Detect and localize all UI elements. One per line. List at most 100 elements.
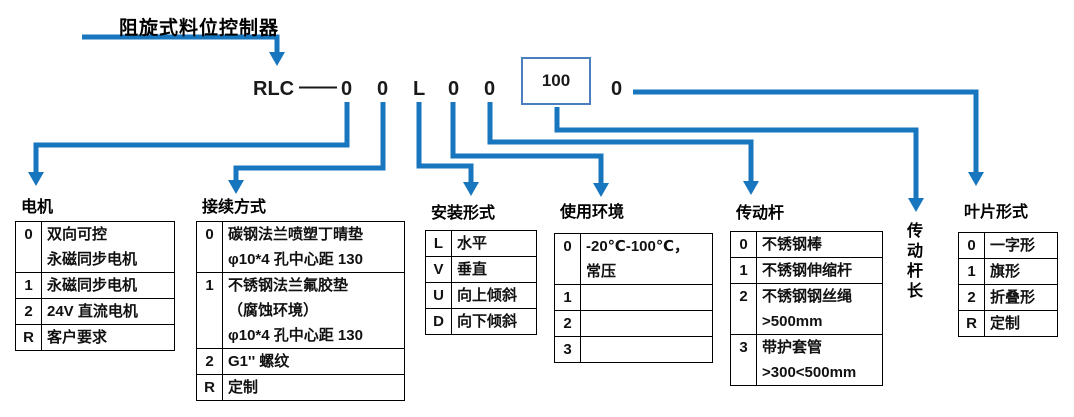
code-cell: 2 — [196, 348, 223, 375]
code-cell: 2 — [958, 284, 985, 311]
code-cell: 0 — [196, 221, 223, 273]
code-cell: 0 — [958, 232, 985, 259]
arrow-motor-line — [33, 102, 350, 173]
desc-cell: 永磁同步电机 — [41, 272, 175, 299]
code-cell: U — [425, 282, 452, 309]
desc-cell: 折叠形 — [984, 284, 1058, 311]
arrow-rod-length-line — [554, 107, 919, 199]
arrowhead-blade — [968, 172, 984, 186]
desc-cell: -20℃-100℃， 常压 — [580, 233, 713, 285]
arrow-connection-line — [233, 102, 386, 181]
code-cell: 1 — [958, 258, 985, 285]
section-title-connection: 接续方式 — [202, 199, 267, 216]
model-code-digit-rod: 0 — [484, 78, 496, 100]
desc-cell: 垂直 — [451, 256, 537, 283]
arrow-blade-line — [633, 89, 979, 173]
code-cell: 1 — [730, 257, 757, 284]
desc-cell: 不锈钢伸缩杆 — [756, 257, 883, 284]
code-cell: 2 — [15, 298, 42, 325]
desc-cell — [580, 284, 713, 311]
section-title-rod: 传动杆 — [736, 205, 785, 222]
table-row: 2 — [554, 310, 713, 337]
arrowhead-motor — [28, 172, 44, 186]
desc-cell: 定制 — [222, 374, 405, 401]
desc-cell: 不锈钢钢丝绳 >500mm — [756, 283, 883, 335]
arrowhead-rod-length — [908, 198, 924, 212]
code-cell: 3 — [730, 334, 757, 386]
arrow-environment-line — [450, 102, 604, 184]
code-cell: 1 — [15, 272, 42, 299]
desc-cell: 一字形 — [984, 232, 1058, 259]
model-code-boxed-value: 100 — [541, 71, 571, 90]
code-cell: 0 — [554, 233, 581, 285]
model-code-digit-motor: 0 — [341, 78, 353, 100]
diagram-title: 阻旋式料位控制器 — [119, 18, 280, 39]
desc-cell: 带护套管 >300<500mm — [756, 334, 883, 386]
desc-cell: 客户要求 — [41, 324, 175, 351]
model-code-digit-environment: 0 — [448, 78, 460, 100]
desc-cell: 碳钢法兰喷塑丁晴垫 φ10*4 孔中心距 130 — [222, 221, 405, 273]
section-title-blade: 叶片形式 — [964, 204, 1029, 221]
desc-cell: 24V 直流电机 — [41, 298, 175, 325]
code-cell: 3 — [554, 336, 581, 363]
desc-cell: 向下倾斜 — [451, 308, 537, 335]
section-title-mount: 安装形式 — [431, 205, 496, 222]
code-cell: 0 — [15, 221, 42, 273]
table-row: 0-20℃-100℃， 常压 — [554, 233, 713, 285]
code-cell: R — [958, 310, 985, 337]
model-code-digit-mount: L — [413, 78, 426, 100]
desc-cell: 定制 — [984, 310, 1058, 337]
model-code-box-rod-length: 100 — [521, 57, 591, 105]
model-code-digit-blade: 0 — [611, 78, 623, 100]
arrowhead-environment — [593, 183, 609, 197]
code-cell: 1 — [196, 272, 223, 349]
desc-cell: 旗形 — [984, 258, 1058, 285]
code-cell: 0 — [730, 231, 757, 258]
table-row: 3 — [554, 336, 713, 363]
model-code-digit-connection: 0 — [377, 78, 389, 100]
arrow-rod-line — [487, 102, 754, 182]
table-row: 1 — [554, 284, 713, 311]
desc-cell: 双向可控 永磁同步电机 — [41, 221, 175, 273]
arrowhead-mount — [463, 182, 479, 196]
arrowhead-connection — [228, 180, 244, 194]
desc-cell: 不锈钢法兰氟胶垫 （腐蚀环境） φ10*4 孔中心距 130 — [222, 272, 405, 349]
code-cell: 1 — [554, 284, 581, 311]
code-cell: 2 — [554, 310, 581, 337]
code-cell: 2 — [730, 283, 757, 335]
section-title-motor: 电机 — [21, 199, 54, 216]
code-cell: R — [196, 374, 223, 401]
section-title-environment: 使用环境 — [560, 204, 625, 221]
code-cell: D — [425, 308, 452, 335]
